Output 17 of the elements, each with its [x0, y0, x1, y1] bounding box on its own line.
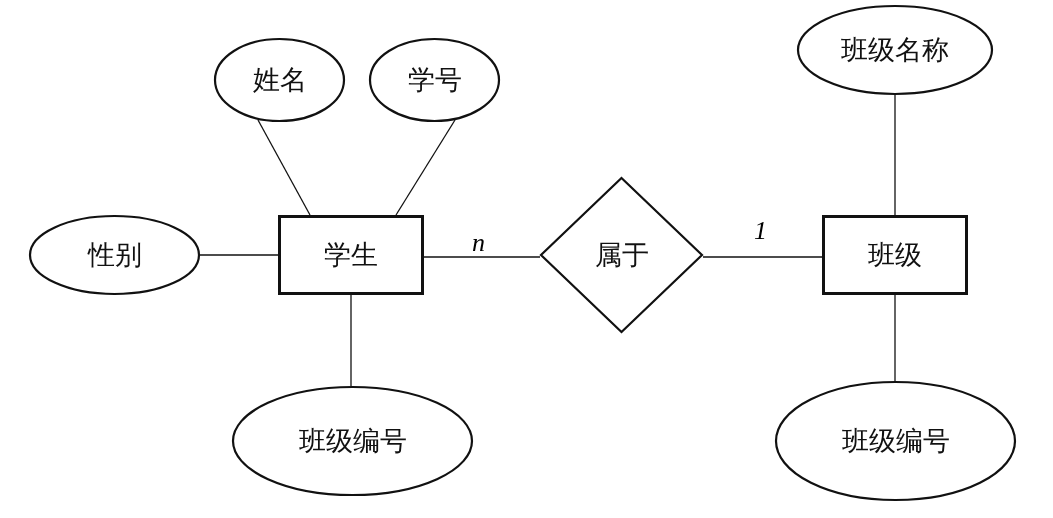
attribute-ellipse: 学号: [369, 38, 500, 122]
connector-line: [894, 294, 896, 382]
connector-line: [257, 119, 311, 216]
entity-box: 学生: [278, 215, 424, 295]
attribute-ellipse: 班级名称: [797, 5, 993, 95]
connector-line: [395, 119, 456, 216]
connector-line: [423, 256, 541, 258]
attribute-ellipse: 性别: [29, 215, 200, 295]
connector-line: [350, 294, 352, 387]
attribute-ellipse: 姓名: [214, 38, 345, 122]
connector-line: [894, 94, 896, 216]
relationship-diamond: 属于: [540, 177, 703, 333]
entity-box: 班级: [822, 215, 968, 295]
attribute-ellipse: 班级编号: [775, 381, 1016, 501]
connector-line: [702, 256, 823, 258]
attribute-ellipse: 班级编号: [232, 386, 473, 496]
connector-line: [199, 254, 279, 256]
